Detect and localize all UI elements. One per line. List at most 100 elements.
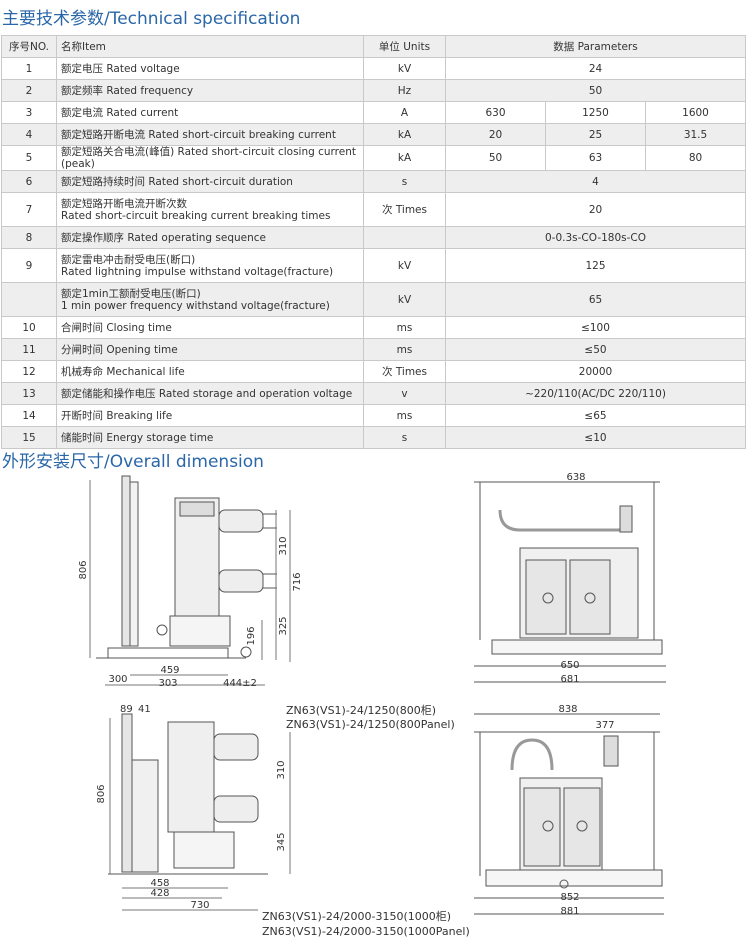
item-name-line: 额定电压 Rated voltage — [61, 62, 180, 75]
item-name-line: 机械寿命 Mechanical life — [61, 365, 185, 378]
dim-310-b: 310 — [276, 760, 287, 779]
row-unit: kA — [363, 145, 446, 171]
row-unit: 次 Times — [363, 360, 446, 383]
row-item-name: 额定频率 Rated frequency — [56, 79, 364, 102]
row-number: 6 — [1, 170, 57, 193]
row-value: 125 — [444, 248, 747, 283]
dim-716: 716 — [292, 572, 303, 591]
dim-303: 303 — [158, 678, 177, 689]
row-item-name: 额定电压 Rated voltage — [56, 57, 364, 80]
dim-lines-1 — [89, 480, 291, 686]
caption-1-cn: ZN63(VS1)-24/1250(800柜) — [286, 704, 436, 717]
row-number: 15 — [1, 426, 57, 449]
item-name-line: 额定电流 Rated current — [61, 106, 179, 119]
item-name-line: 额定短路开断电流开断次数 — [61, 197, 187, 210]
row-item-name: 额定短路关合电流(峰值) Rated short-circuit closing… — [56, 145, 364, 171]
row-value: 63 — [545, 145, 646, 171]
table-row: 13 额定储能和操作电压 Rated storage and operation … — [1, 382, 747, 405]
item-name-line: 额定雷电冲击耐受电压(断口) — [61, 253, 196, 266]
row-value: 31.5 — [644, 123, 747, 146]
table-row: 4 额定短路开断电流 Rated short-circuit breaking c… — [1, 123, 747, 146]
front-view-2 — [474, 713, 664, 915]
row-number: 8 — [1, 226, 57, 249]
dim-196: 196 — [246, 626, 257, 645]
row-number: 5 — [1, 145, 57, 171]
row-unit: 次 Times — [363, 192, 446, 227]
row-value: ~220/110(AC/DC 220/110) — [444, 382, 747, 405]
row-item-name: 额定短路持续时间 Rated short-circuit duration — [56, 170, 364, 193]
item-name-line: 储能时间 Energy storage time — [61, 431, 214, 444]
dim-681: 681 — [560, 674, 579, 685]
dim-881: 881 — [560, 906, 579, 917]
row-value: 1250 — [545, 101, 646, 124]
caption-2-en: ZN63(VS1)-24/2000-3150(1000Panel) — [262, 925, 470, 938]
dim-458: 458 — [150, 878, 169, 889]
row-number: 10 — [1, 316, 57, 339]
dim-459: 459 — [160, 665, 179, 676]
row-number: 11 — [1, 338, 57, 361]
row-number: 3 — [1, 101, 57, 124]
row-value: ≤65 — [444, 404, 747, 427]
item-name-line: 额定短路关合电流(峰值) Rated short-circuit closing… — [61, 146, 356, 170]
row-number: 13 — [1, 382, 57, 405]
row-value: 1600 — [644, 101, 747, 124]
row-number: 4 — [1, 123, 57, 146]
dim-428: 428 — [150, 888, 169, 899]
row-unit: v — [363, 382, 446, 405]
row-value: 24 — [444, 57, 747, 80]
row-item-name: 额定电流 Rated current — [56, 101, 364, 124]
row-value: ≤50 — [444, 338, 747, 361]
row-unit: kV — [363, 248, 446, 283]
dimension-drawings: 806 310 716 325 196 459 300 303 444±2 63… — [78, 472, 666, 938]
dim-638: 638 — [566, 472, 585, 483]
row-item-name: 开断时间 Breaking life — [56, 404, 364, 427]
row-value: 80 — [644, 145, 747, 171]
dim-852: 852 — [560, 892, 579, 903]
header-data: 数据 Parameters — [444, 35, 747, 58]
row-unit — [363, 226, 446, 249]
dim-345: 345 — [276, 832, 287, 851]
row-unit: A — [363, 101, 446, 124]
row-item-name: 额定雷电冲击耐受电压(断口)Rated lightning impulse wi… — [56, 248, 364, 283]
caption-2-cn: ZN63(VS1)-24/2000-3150(1000柜) — [262, 910, 451, 923]
item-name-line: 额定频率 Rated frequency — [61, 84, 194, 97]
table-header-row: 序号NO. 名称Item 单位 Units 数据 Parameters — [1, 35, 747, 58]
row-number: 9 — [1, 248, 57, 283]
caption-1-en: ZN63(VS1)-24/1250(800Panel) — [286, 718, 455, 731]
row-number: 1 — [1, 57, 57, 80]
dim-41: 41 — [138, 704, 151, 715]
row-value: 20 — [444, 192, 747, 227]
row-value: 25 — [545, 123, 646, 146]
item-name-line: 额定储能和操作电压 Rated storage and operation vo… — [61, 387, 353, 400]
table-row: 15 储能时间 Energy storage time s≤10 — [1, 426, 747, 449]
row-unit: kV — [363, 57, 446, 80]
item-name-line: 额定短路开断电流 Rated short-circuit breaking cu… — [61, 128, 336, 141]
row-value: ≤10 — [444, 426, 747, 449]
dim-300: 300 — [108, 674, 127, 685]
row-unit: s — [363, 426, 446, 449]
row-item-name: 额定储能和操作电压 Rated storage and operation vo… — [56, 382, 364, 405]
item-name-line-2: Rated short-circuit breaking current bre… — [61, 209, 331, 222]
item-name-line: 额定短路持续时间 Rated short-circuit duration — [61, 175, 293, 188]
item-name-line: 合闸时间 Closing time — [61, 321, 172, 334]
row-value: 50 — [445, 145, 546, 171]
row-unit: Hz — [363, 79, 446, 102]
row-value: 20000 — [444, 360, 747, 383]
dim-377: 377 — [595, 720, 614, 731]
dim-838: 838 — [558, 704, 577, 715]
row-unit: kA — [363, 123, 446, 146]
row-value: 20 — [445, 123, 546, 146]
dim-806-a: 806 — [78, 560, 89, 579]
row-unit: s — [363, 170, 446, 193]
row-value: 65 — [444, 282, 747, 317]
row-number: 14 — [1, 404, 57, 427]
row-value: 50 — [444, 79, 747, 102]
row-item-name: 额定1min工额耐受电压(断口)1 min power frequency wi… — [56, 282, 364, 317]
